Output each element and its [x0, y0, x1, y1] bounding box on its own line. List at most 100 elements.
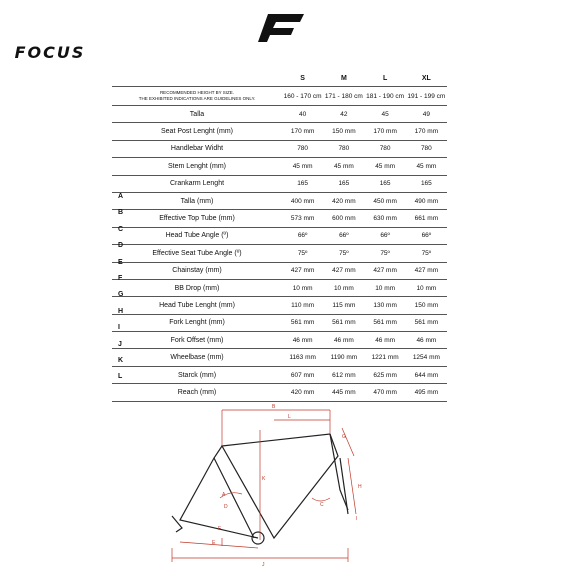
label-g: G	[342, 434, 346, 440]
row-value: 165	[282, 175, 324, 193]
row-value: 780	[323, 140, 365, 159]
dimension-lines	[171, 409, 357, 562]
row-label: Stem Lenght (mm)	[112, 157, 282, 176]
row-value: 66º	[364, 227, 406, 246]
label-j: J	[262, 562, 265, 568]
row-label: Crankarm Lenght	[112, 175, 282, 193]
row-letter: H	[118, 307, 124, 315]
row-letter: I	[118, 324, 120, 332]
row-value: 130 mm	[364, 296, 406, 315]
row-letter: D	[118, 242, 124, 250]
row-letter: J	[118, 340, 122, 348]
row-value: 45	[364, 105, 406, 124]
row-value: 630 mm	[364, 209, 406, 228]
row-value: 450 mm	[364, 192, 406, 211]
row-value: 10 mm	[405, 279, 447, 298]
row-value: 150 mm	[323, 122, 365, 141]
row-label: Effective Top Tube (mm)	[112, 209, 282, 228]
row-label: Head Tube Angle (º)	[112, 227, 282, 246]
row-value: 45 mm	[282, 157, 324, 176]
label-l: L	[288, 414, 291, 420]
frame-outline	[171, 433, 349, 545]
row-value: 625 mm	[364, 366, 406, 385]
row-value: 45 mm	[323, 157, 365, 176]
label-e: E	[212, 540, 216, 546]
row-letter: C	[118, 225, 124, 233]
row-value: 780	[405, 140, 447, 159]
row-label: Reach (mm)	[112, 383, 282, 402]
row-value: 561 mm	[405, 314, 447, 333]
label-b: B	[272, 404, 276, 410]
row-value: 66º	[405, 227, 447, 246]
row-value: 165	[323, 175, 365, 193]
row-value: 1163 mm	[282, 348, 324, 367]
row-value: 165	[364, 175, 406, 193]
row-value: 607 mm	[282, 366, 324, 385]
row-value: 45 mm	[405, 157, 447, 176]
label-k: K	[262, 476, 266, 482]
row-value: 427 mm	[405, 262, 447, 280]
row-value: 42	[323, 105, 365, 124]
height-note: RECOMMENDED HEIGHT BY SIZE. THE EXHIBITE…	[112, 86, 282, 106]
row-value: 170 mm	[364, 122, 406, 141]
height-m: 171 - 180 cm	[323, 86, 365, 106]
row-value: 75º	[323, 244, 365, 263]
row-value: 45 mm	[364, 157, 406, 176]
row-value: 612 mm	[323, 366, 365, 385]
row-letter: E	[118, 258, 123, 266]
row-value: 420 mm	[282, 383, 324, 402]
row-value: 115 mm	[323, 296, 365, 315]
focus-logo-icon	[258, 14, 304, 42]
row-value: 75º	[282, 244, 324, 263]
label-f: F	[218, 526, 221, 532]
row-value: 170 mm	[282, 122, 324, 141]
label-a: A	[222, 492, 226, 498]
size-l: L	[364, 70, 406, 87]
row-value: 400 mm	[282, 192, 324, 211]
row-value: 600 mm	[323, 209, 365, 228]
row-value: 150 mm	[405, 296, 447, 315]
row-label: Talla (mm)	[112, 192, 282, 211]
row-value: 46 mm	[364, 331, 406, 350]
row-label: Talla	[112, 105, 282, 124]
row-value: 165	[405, 175, 447, 193]
row-value: 46 mm	[323, 331, 365, 350]
label-h: H	[358, 484, 362, 490]
size-xl: XL	[405, 70, 447, 87]
row-value: 573 mm	[282, 209, 324, 228]
row-value: 420 mm	[323, 192, 365, 211]
row-value: 10 mm	[364, 279, 406, 298]
row-value: 470 mm	[364, 383, 406, 402]
size-header-row: S M L XL	[112, 70, 447, 87]
height-xl: 191 - 199 cm	[405, 86, 447, 106]
row-value: 490 mm	[405, 192, 447, 211]
height-row: RECOMMENDED HEIGHT BY SIZE. THE EXHIBITE…	[112, 86, 447, 106]
row-value: 170 mm	[405, 122, 447, 141]
row-letter: B	[118, 209, 124, 217]
row-value: 644 mm	[405, 366, 447, 385]
frame-geometry-diagram: B L K J E G H C A D F I	[171, 404, 362, 568]
row-value: 46 mm	[282, 331, 324, 350]
row-value: 75º	[364, 244, 406, 263]
row-value: 427 mm	[323, 262, 365, 280]
size-m: M	[323, 70, 365, 87]
row-value: 780	[282, 140, 324, 159]
row-value: 66º	[282, 227, 324, 246]
label-c: C	[320, 502, 324, 508]
row-value: 780	[364, 140, 406, 159]
row-label: Wheelbase (mm)	[112, 348, 282, 367]
row-label: Chainstay (mm)	[112, 262, 282, 280]
